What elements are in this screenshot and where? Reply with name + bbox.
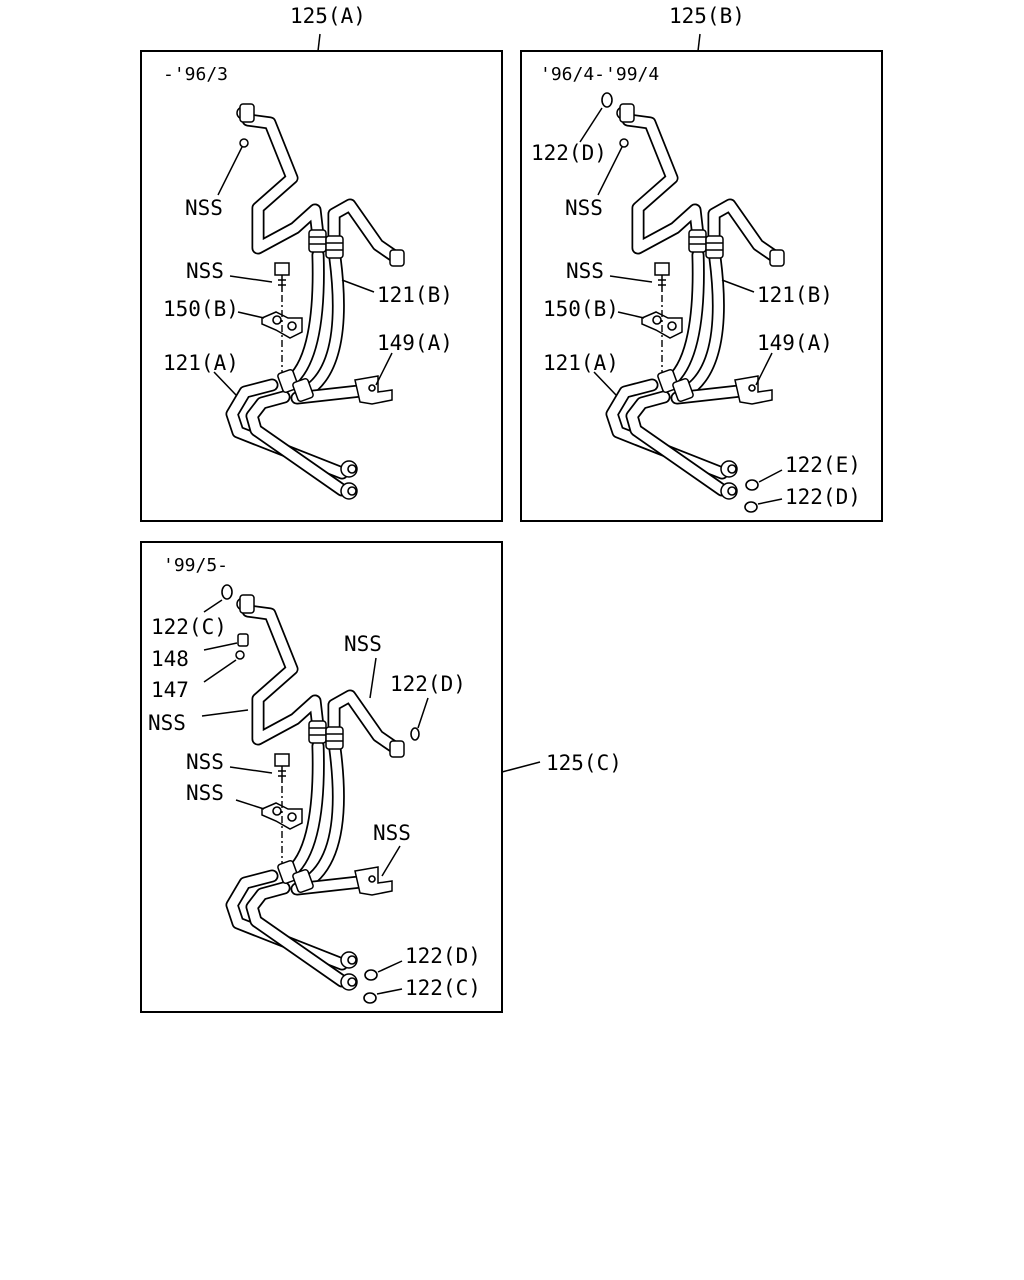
callout: 122(D) [785,485,861,509]
panel-range: '99/5- [163,555,228,576]
callout: NSS [186,781,224,805]
callout: NSS [566,259,604,283]
panel-title: 125(C) [546,751,622,775]
panel-125c: 125(C) '99/5- 122(C) 148 147 NSS NSS 122… [140,541,622,1013]
panel-125a: 125(A) -'96/3 NSS NSS 150(B) 121(A) 121(… [140,4,503,522]
callout: NSS [186,259,224,283]
callout: 122(D) [531,141,607,165]
callout: 148 [151,647,189,671]
callout: 121(A) [163,351,239,375]
callout: 149(A) [757,331,833,355]
callout: NSS [148,711,186,735]
callout: 147 [151,678,189,702]
callout: 122(C) [151,615,227,639]
panel-range: -'96/3 [163,64,228,85]
callout: 121(B) [377,283,453,307]
callout: 121(A) [543,351,619,375]
callout: NSS [185,196,223,220]
panel-125b: 125(B) '96/4-'99/4 122(D) NSS NSS 150(B)… [520,4,883,522]
callout: NSS [373,821,411,845]
callout: NSS [344,632,382,656]
callout: 121(B) [757,283,833,307]
panel-title: 125(B) [669,4,745,28]
callout: 122(D) [405,944,481,968]
callout: NSS [565,196,603,220]
callout: 122(C) [405,976,481,1000]
callout: 150(B) [543,297,619,321]
panel-range: '96/4-'99/4 [540,64,659,85]
callout: 122(D) [390,672,466,696]
callout: 150(B) [163,297,239,321]
panel-title: 125(A) [290,4,366,28]
callout: 122(E) [785,453,861,477]
callout: NSS [186,750,224,774]
callout: 149(A) [377,331,453,355]
